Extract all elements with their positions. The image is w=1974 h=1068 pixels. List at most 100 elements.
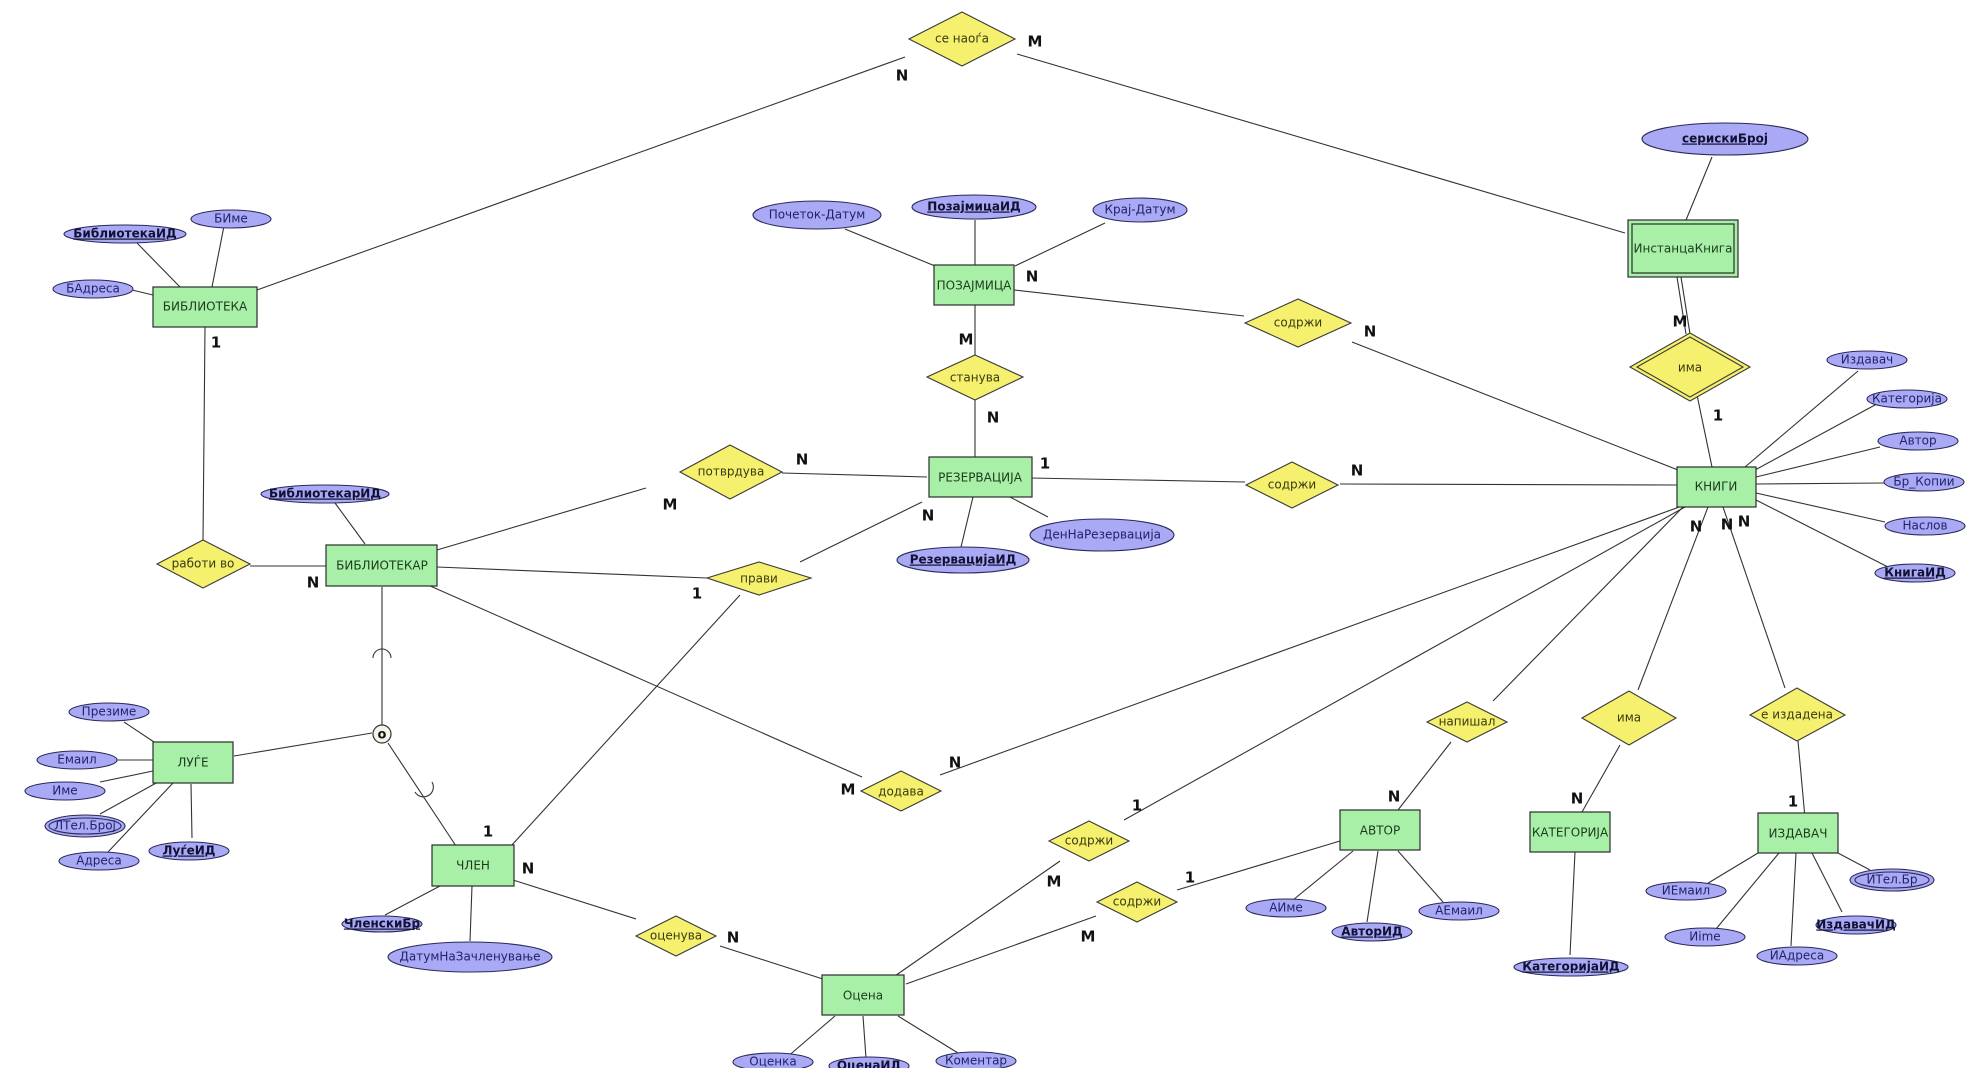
relationship-se-naoga[interactable]: се наоѓа [907,11,1017,67]
relationship-stanuva[interactable]: станува [925,354,1025,401]
attr-seriski-broj[interactable]: серискиБрој [1641,122,1809,156]
entity-clen[interactable]: ЧЛЕН [431,844,515,887]
relationship-dodava[interactable]: додава [859,770,943,812]
card-label: 1 [483,823,493,841]
attr-kategorija-id[interactable]: КатегоријаИД [1513,957,1629,977]
relationship-napisal[interactable]: напишал [1425,701,1509,743]
attr-den-na-rezervacija[interactable]: ДенНаРезервација [1029,518,1175,552]
attr-luge-id[interactable]: ЛуѓеИД [148,841,230,861]
diagram-label: ЛуѓеИД [163,844,216,858]
entity-bibliotekar[interactable]: БИБЛИОТЕКАР [325,544,438,587]
card-label: N [1721,516,1734,534]
diagram-label: ИТел.Бр [1866,873,1917,887]
attr-knigi-avtor[interactable]: Автор [1877,431,1959,451]
diagram-label: ИздавачИД [1816,918,1895,932]
entity-ocena[interactable]: Оцена [821,974,905,1016]
attr-ocena-id[interactable]: ОценаИД [828,1056,910,1068]
diagram-label: АИме [1269,901,1303,915]
relationship-sodrzi-pozajmica[interactable]: содржи [1243,298,1353,348]
diagram-label: Автор [1899,434,1936,448]
attr-i-tel-br[interactable]: ИТел.Бр [1849,868,1935,892]
card-label: 1 [1788,793,1798,811]
attr-clenski-br[interactable]: ЧленскиБр [341,915,423,933]
diagram-label: Почеток-Датум [769,208,866,222]
attr-ime[interactable]: Име [24,781,106,801]
entity-rezervacija[interactable]: РЕЗЕРВАЦИЈА [928,456,1033,498]
diagram-label: Име [52,784,77,798]
diagram-label: КнигаИД [1884,566,1946,580]
attr-datum-na-zaclenuvanje[interactable]: ДатумНаЗачленување [387,941,553,973]
attr-i-ime[interactable]: Иime [1664,927,1746,947]
card-label: 1 [1040,455,1050,473]
attr-ocenka[interactable]: Оценка [732,1052,814,1068]
attr-br-kopii[interactable]: Бр_Копии [1883,472,1965,492]
relationship-ocenuva[interactable]: оценува [634,915,718,957]
attr-bibliotekar-id[interactable]: БиблиотекарИД [260,484,390,504]
diagram-label: содржи [1274,316,1322,330]
attr-biblioteka-id[interactable]: БиблиотекаИД [63,224,187,244]
attr-pozajmica-id[interactable]: ПозајмицаИД [911,194,1037,220]
entity-izdavac[interactable]: ИЗДАВАЧ [1757,812,1839,854]
card-label: N [1351,462,1364,480]
relationship-ima-instanca[interactable]: има [1628,332,1752,402]
attr-adresa[interactable]: Адреса [58,851,140,871]
diagram-label: станува [950,371,1000,385]
attr-knigi-kategorija[interactable]: Категорија [1866,389,1948,409]
diagram-label: o [378,728,387,743]
attr-avtor-id[interactable]: АвторИД [1331,922,1413,942]
diagram-label: прави [740,572,778,586]
relationship-pravi[interactable]: прави [705,561,813,596]
attr-email[interactable]: Емаил [36,750,118,770]
attr-pocetok-datum[interactable]: Почеток-Датум [752,200,882,230]
entity-instanca-kniga[interactable]: ИнстанцаКнига [1627,219,1739,278]
diagram-label: Оценка [749,1055,796,1068]
card-label: N [896,67,909,85]
attr-a-email[interactable]: АЕмаил [1418,901,1500,921]
diagram-label: ПОЗАЈМИЦА [937,279,1013,293]
attr-b-ime[interactable]: БИме [190,209,272,229]
entity-knigi[interactable]: КНИГИ [1676,466,1757,508]
entity-kategorija[interactable]: КАТЕГОРИЈА [1529,811,1611,853]
attr-b-adresa[interactable]: БАдреса [52,279,134,299]
diagram-label: БИБЛИОТЕКАР [336,559,428,573]
diagram-label: АЕмаил [1435,904,1483,918]
relationship-sodrzi-ocena-avtor[interactable]: содржи [1095,881,1179,923]
relationship-sodrzi-rezervacija[interactable]: содржи [1244,461,1340,509]
attr-prezime[interactable]: Презиме [68,702,150,722]
attr-a-ime[interactable]: АИме [1245,898,1327,918]
diagram-label: работи во [172,557,235,571]
diagram-label: Коментар [945,1054,1007,1068]
card-label: N [1571,790,1584,808]
relationship-e-izdadena[interactable]: е издадена [1748,687,1847,742]
relationship-ima-kategorija[interactable]: има [1580,690,1678,746]
diagram-label: напишал [1439,715,1496,729]
attr-knigi-izdavac[interactable]: Издавач [1826,350,1908,370]
diagram-label: АвторИД [1341,925,1402,939]
card-label: N [727,929,740,947]
attr-i-adresa[interactable]: ИАдреса [1756,946,1838,966]
card-label: 1 [1132,797,1142,815]
card-label: N [1690,518,1703,536]
relationship-potvrduva[interactable]: потврдува [678,444,784,500]
relationship-sodrzi-ocena-knigi[interactable]: содржи [1047,820,1131,862]
attr-i-email[interactable]: ИЕмаил [1645,881,1727,901]
card-label: M [841,781,856,799]
attr-rezervacija-id[interactable]: РезервацијаИД [896,546,1030,574]
attr-komentar[interactable]: Коментар [935,1051,1017,1068]
entity-pozajmica[interactable]: ПОЗАЈМИЦА [933,264,1015,306]
attr-l-tel-broj[interactable]: ЛТел.Броj [44,814,126,838]
card-label: N [1364,323,1377,341]
relationship-raboti-vo[interactable]: работи во [155,539,252,589]
attr-kniga-id[interactable]: КнигаИД [1874,563,1956,583]
attr-naslov[interactable]: Наслов [1884,516,1966,536]
entity-luge[interactable]: ЛУЃЕ [152,741,234,784]
diagram-label: БиблиотекарИД [269,487,381,501]
entity-avtor[interactable]: АВТОР [1339,809,1421,851]
attr-izdavac-id[interactable]: ИздавачИД [1815,915,1897,935]
diagram-label: АВТОР [1360,824,1400,838]
entity-biblioteka[interactable]: БИБЛИОТЕКА [152,286,258,328]
cardinality-labels: N M 1 N M N N M 1 N M 1 N N N 1 N N N N … [211,33,1798,947]
attr-kraj-datum[interactable]: Крај-Датум [1092,197,1188,223]
diagram-label: серискиБрој [1682,132,1768,146]
diagram-label: ИАдреса [1770,949,1824,963]
